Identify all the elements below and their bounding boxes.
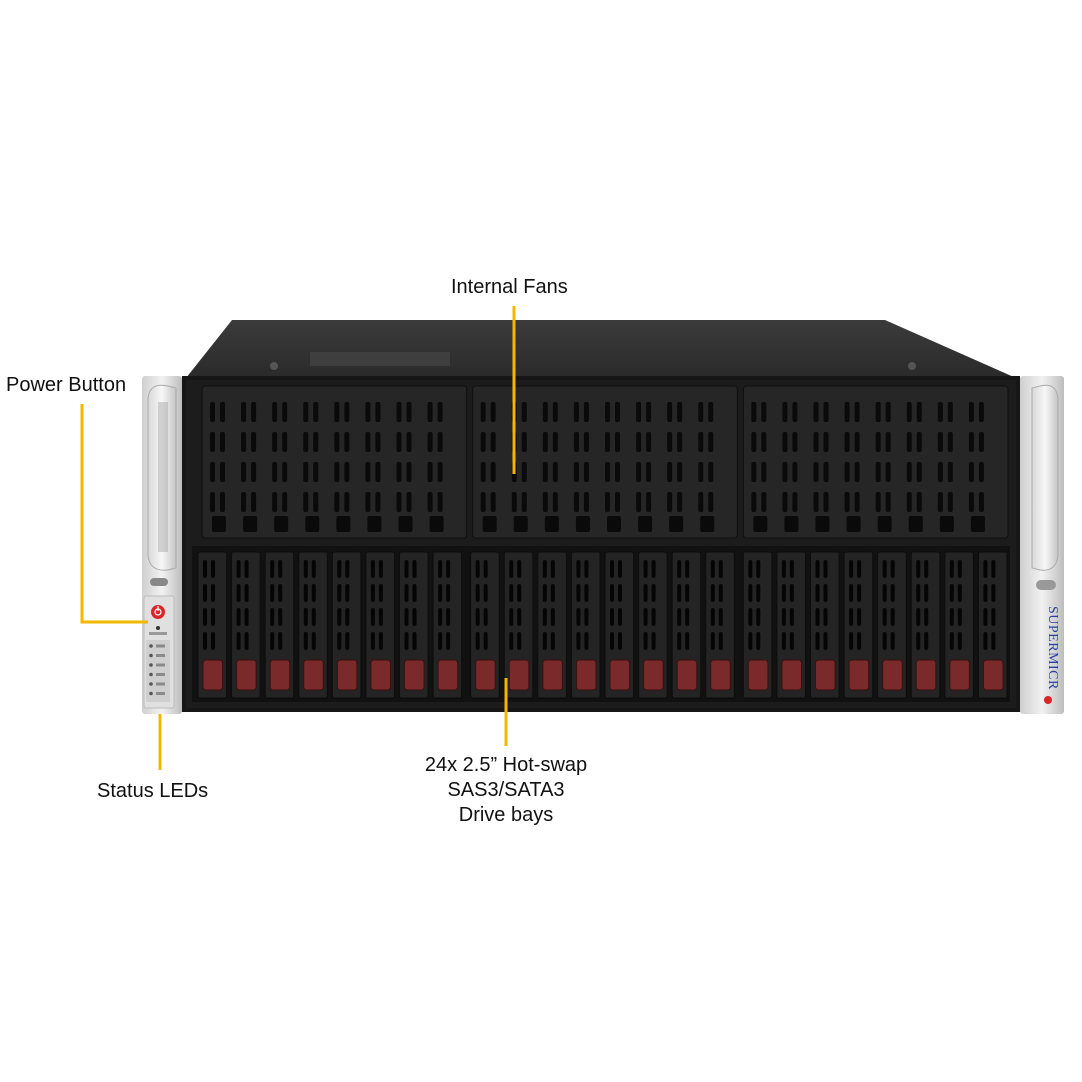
callout-lines bbox=[80, 306, 516, 770]
drive-latch[interactable] bbox=[575, 659, 597, 691]
drive-latch[interactable] bbox=[882, 659, 903, 691]
drive-latch[interactable] bbox=[747, 659, 769, 691]
status-led-icon bbox=[149, 653, 153, 658]
drive-latch[interactable] bbox=[303, 659, 324, 691]
drive-latch[interactable] bbox=[542, 659, 563, 691]
fan-module bbox=[201, 385, 468, 539]
drive-latch[interactable] bbox=[781, 659, 803, 691]
status-led-icon bbox=[149, 691, 153, 696]
drive-bays-line-1: 24x 2.5” Hot-swap bbox=[424, 754, 588, 776]
drive-latch[interactable] bbox=[437, 659, 459, 691]
drive-tray[interactable] bbox=[776, 551, 807, 699]
drive-tray[interactable] bbox=[977, 551, 1008, 699]
status-leds bbox=[149, 644, 165, 696]
handle-icon[interactable] bbox=[1031, 384, 1059, 571]
drive-tray[interactable] bbox=[365, 551, 395, 699]
drive-latch[interactable] bbox=[815, 659, 836, 691]
fan-zone bbox=[201, 385, 1009, 539]
status-led-icon bbox=[149, 663, 153, 667]
drive-latch[interactable] bbox=[202, 659, 224, 691]
drive-latch[interactable] bbox=[475, 659, 496, 691]
brand-dot bbox=[1044, 696, 1052, 704]
drive-bays-label: 24x 2.5” Hot-swap SAS3/SATA3 Drive bays bbox=[396, 753, 616, 828]
drive-tray[interactable] bbox=[298, 551, 328, 699]
drive-latch[interactable] bbox=[915, 659, 937, 691]
drive-latch[interactable] bbox=[236, 659, 257, 691]
drive-tray[interactable] bbox=[671, 551, 702, 699]
drive-latch[interactable] bbox=[848, 659, 870, 691]
handle-icon[interactable] bbox=[147, 384, 177, 571]
drive-tray[interactable] bbox=[197, 551, 228, 699]
status-led-icon bbox=[149, 682, 153, 686]
drive-latch[interactable] bbox=[609, 659, 631, 691]
drive-latch[interactable] bbox=[676, 659, 698, 691]
drive-latch[interactable] bbox=[269, 659, 291, 691]
power-button-label: Power Button bbox=[6, 374, 127, 396]
status-led-icon bbox=[149, 644, 153, 648]
fan-module bbox=[742, 385, 1009, 539]
drive-tray[interactable] bbox=[231, 551, 261, 699]
drive-latch[interactable] bbox=[949, 659, 970, 691]
drive-latch[interactable] bbox=[508, 659, 530, 691]
power-button-line bbox=[80, 404, 148, 624]
drive-tray[interactable] bbox=[470, 551, 500, 699]
drive-bays-line-3: Drive bays bbox=[458, 804, 554, 826]
drive-tray[interactable] bbox=[432, 551, 463, 699]
drive-tray[interactable] bbox=[570, 551, 601, 699]
status-led-icon bbox=[149, 672, 153, 677]
drive-latch[interactable] bbox=[404, 659, 425, 691]
drive-tray[interactable] bbox=[843, 551, 874, 699]
drive-tray[interactable] bbox=[705, 551, 735, 699]
drive-tray[interactable] bbox=[877, 551, 907, 699]
drive-tray[interactable] bbox=[503, 551, 534, 699]
drive-bays-line-2: SAS3/SATA3 bbox=[447, 779, 565, 801]
drive-latch[interactable] bbox=[370, 659, 391, 691]
drive-zone bbox=[197, 551, 1008, 699]
brand-logo: SUPERMICR bbox=[1045, 606, 1060, 690]
status-leds-label: Status LEDs bbox=[97, 780, 209, 802]
drive-tray[interactable] bbox=[604, 551, 635, 699]
drive-tray[interactable] bbox=[810, 551, 840, 699]
drive-tray[interactable] bbox=[399, 551, 429, 699]
chassis-top-cover bbox=[186, 320, 1016, 378]
drive-tray[interactable] bbox=[537, 551, 567, 699]
drive-latch[interactable] bbox=[336, 659, 358, 691]
drive-tray[interactable] bbox=[638, 551, 668, 699]
drive-latch[interactable] bbox=[643, 659, 664, 691]
drive-latch[interactable] bbox=[710, 659, 731, 691]
power-icon[interactable] bbox=[151, 605, 165, 619]
drive-tray[interactable] bbox=[910, 551, 941, 699]
fan-module bbox=[472, 385, 738, 539]
right-rack-ear bbox=[1020, 376, 1064, 714]
drive-tray[interactable] bbox=[264, 551, 295, 699]
drive-tray[interactable] bbox=[944, 551, 974, 699]
drive-tray[interactable] bbox=[331, 551, 362, 699]
drive-latch[interactable] bbox=[982, 659, 1004, 691]
drive-tray[interactable] bbox=[742, 551, 773, 699]
left-rack-ear bbox=[142, 376, 182, 714]
internal-fans-label: Internal Fans bbox=[451, 276, 568, 298]
